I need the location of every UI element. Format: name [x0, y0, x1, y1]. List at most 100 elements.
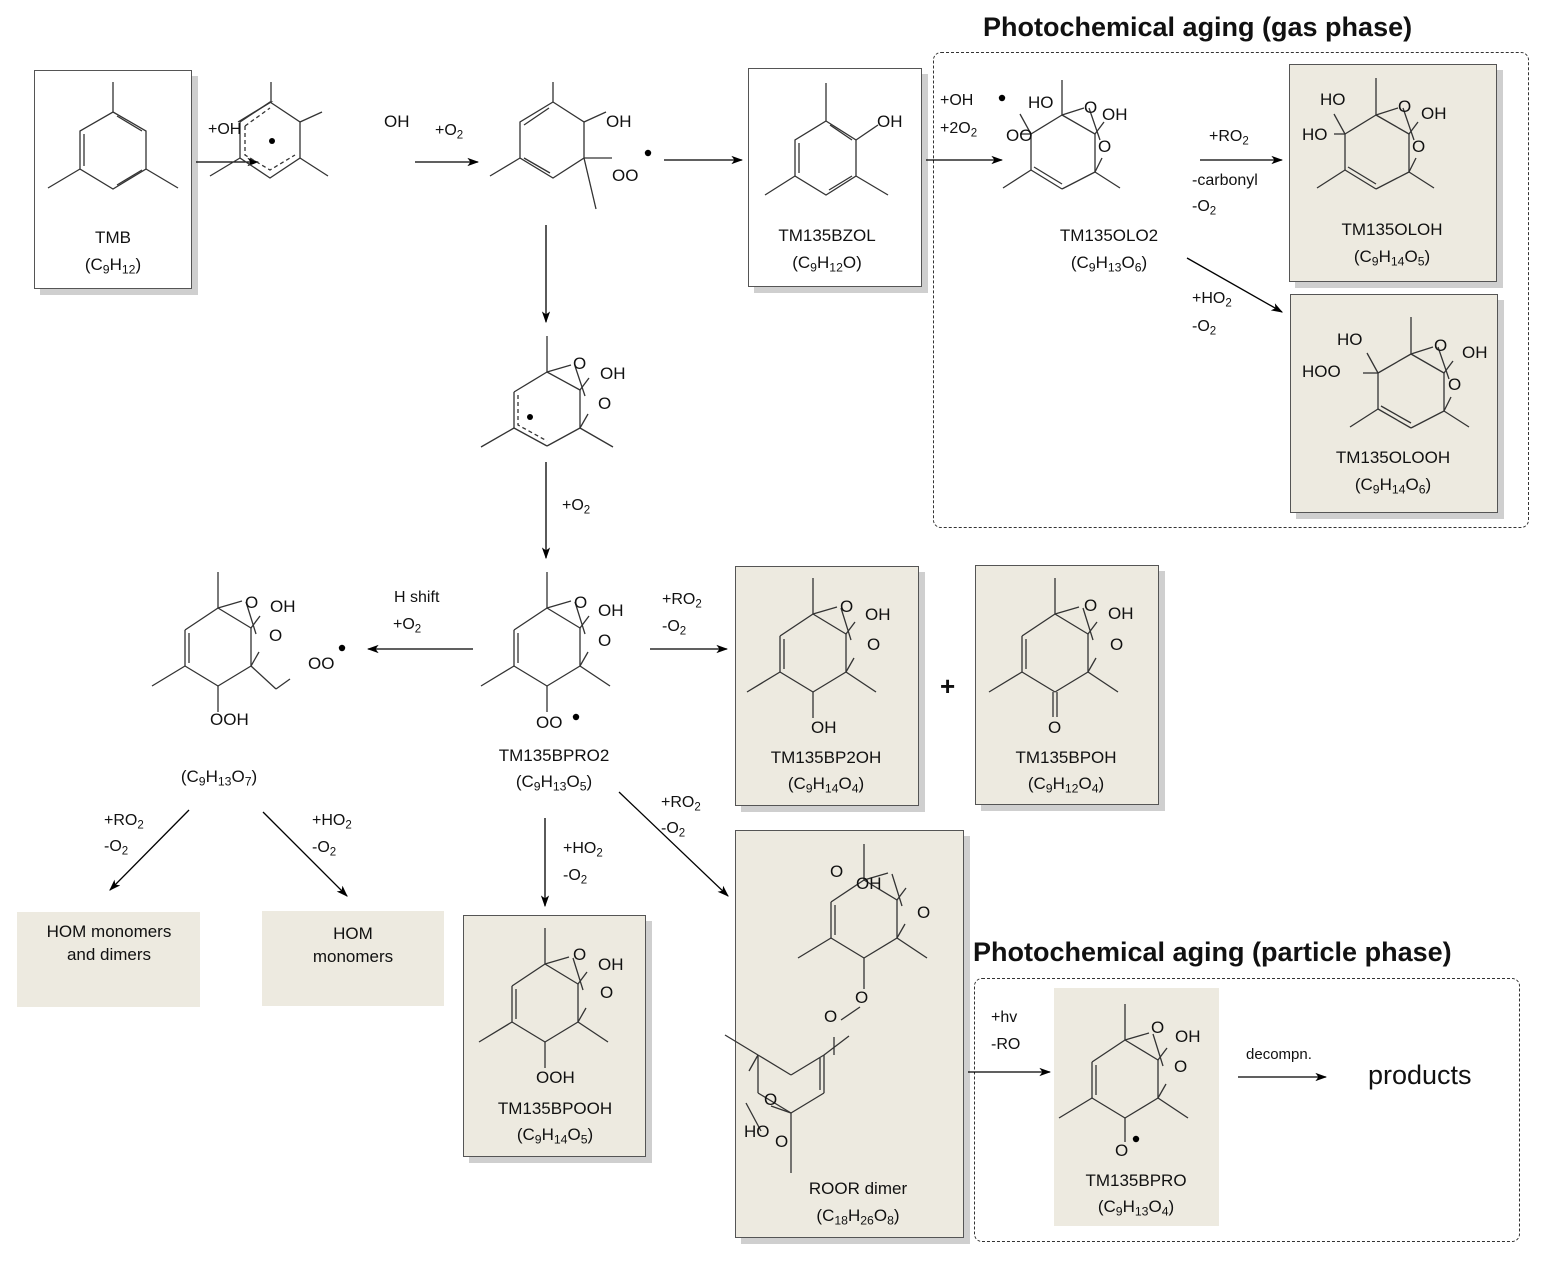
atom-label: OH — [270, 597, 296, 616]
atom-label: O — [867, 635, 881, 654]
arrow-hom-ro2 — [109, 809, 190, 891]
plus-sign: + — [940, 671, 956, 701]
atom-label: HO — [744, 1122, 770, 1141]
atom-label: OO — [1006, 126, 1033, 145]
atom-label: O — [1110, 635, 1124, 654]
atom-label: O — [775, 1132, 789, 1151]
atom-label: OO — [612, 166, 639, 185]
atom-label: OOH — [210, 710, 249, 729]
atom-label: O — [824, 1007, 838, 1026]
atom-label: O — [245, 593, 259, 612]
compound-name: TM135OLOH — [1341, 220, 1443, 239]
hom-monomers-label: HOM monomers — [312, 924, 394, 966]
hom-monomers-dimers-box — [17, 912, 200, 1007]
roor-dimer-lower-structure — [724, 1034, 850, 1173]
atom-label: HO — [1028, 93, 1054, 112]
atom-label: O — [600, 983, 614, 1002]
particle-phase-region — [974, 978, 1520, 1242]
tm135bpro2-structure — [480, 572, 611, 712]
condition: -O2 — [563, 867, 588, 887]
gas-phase-region — [933, 52, 1529, 528]
atom-label: O — [598, 631, 612, 650]
condition: +O2 — [562, 497, 591, 517]
atom-label: O — [1174, 1057, 1188, 1076]
atom-label: OH — [384, 112, 410, 131]
atom-label: OH — [865, 605, 891, 624]
arrow-hom-ho2 — [262, 811, 348, 897]
compound-name: TM135OLO2 — [1059, 226, 1159, 245]
compound-formula: (C9H14O5) — [516, 1125, 594, 1147]
condition: +2O2 — [940, 120, 978, 140]
compound-name: ROOR dimer — [808, 1179, 908, 1198]
condition: decompn. — [1246, 1046, 1312, 1063]
roor-dimer-upper-structure — [797, 844, 928, 1055]
atom-label: O — [598, 394, 612, 413]
tm135bpro-box — [1054, 988, 1219, 1226]
tm135bpro-structure — [1058, 1004, 1189, 1142]
condition: -O2 — [104, 838, 129, 858]
condition: +O2 — [393, 616, 422, 636]
atom-label: O — [1434, 336, 1448, 355]
atom-label: O — [1448, 375, 1462, 394]
condition: -O2 — [312, 839, 337, 859]
compound-name: TM135BPRO2 — [498, 746, 610, 765]
condition: +HO2 — [563, 840, 603, 860]
atom-label: O — [1398, 97, 1412, 116]
hom-monomers-box — [262, 911, 444, 1006]
compound-name: TM135BPOH — [1015, 748, 1117, 767]
condition: -O2 — [662, 618, 687, 638]
atom-label: O — [573, 945, 587, 964]
atom-label: O — [1084, 98, 1098, 117]
arrow-bpro2-to-dimer — [618, 791, 729, 897]
compound-name: TM135OLOOH — [1335, 448, 1451, 467]
atom-label: O — [917, 903, 931, 922]
compound-formula: (C9H13O5) — [515, 772, 593, 794]
hom-monomers-dimers-label: HOM monomers and dimers — [46, 922, 172, 964]
arrow-olo2-to-olooh — [1186, 257, 1284, 313]
compound-name: TM135BP2OH — [770, 748, 882, 767]
radical-dots — [338, 94, 1140, 1143]
atom-label: O — [269, 626, 283, 645]
compound-name: TM135BZOL — [778, 226, 876, 245]
atom-label: O — [855, 988, 869, 1007]
tm135olo2-structure — [1002, 80, 1121, 190]
atom-label: O — [573, 354, 587, 373]
atom-label: HOO — [1302, 362, 1341, 381]
particle-phase-title: Photochemical aging (particle phase) — [973, 937, 1452, 967]
tm135bzol-structure — [764, 83, 889, 196]
peroxy-radical-structure — [489, 82, 612, 210]
compound-formula: (C9H13O7) — [180, 767, 258, 789]
atom-label: OO — [308, 654, 335, 673]
atom-label: OH — [1108, 604, 1134, 623]
condition: +OH — [208, 121, 242, 138]
bicyclic-radical-structure — [480, 336, 614, 448]
condition: +hv — [991, 1009, 1018, 1026]
atom-label: O — [1048, 718, 1062, 737]
atom-label: OH — [1175, 1027, 1201, 1046]
compound-formula: (C9H13O4) — [1097, 1197, 1175, 1219]
tm135bzol-box — [748, 68, 922, 287]
tm135olooh-box — [1290, 294, 1498, 513]
atom-label: HO — [1302, 125, 1328, 144]
condition: +RO2 — [104, 812, 144, 832]
compound-formula: (C18H26O8) — [816, 1206, 900, 1228]
compound-name: TM135BPOOH — [497, 1099, 613, 1118]
atom-label: O — [1412, 137, 1426, 156]
tm135bp2oh-box — [735, 566, 919, 806]
hshift-product-structure — [151, 572, 291, 712]
compound-formula: (C9H14O5) — [1353, 247, 1431, 269]
atom-label: HO — [1337, 330, 1363, 349]
atom-label: O — [1084, 596, 1098, 615]
condition: H shift — [394, 589, 440, 606]
condition: -O2 — [1192, 198, 1217, 218]
tm135bpoh-structure — [988, 578, 1119, 717]
compound-formula: (C9H14O6) — [1354, 475, 1432, 497]
condition: +RO2 — [661, 794, 701, 814]
tm135oloh-structure — [1316, 78, 1435, 190]
atom-label: OH — [877, 112, 903, 131]
tm135bp2oh-structure — [746, 578, 877, 718]
gas-phase-title: Photochemical aging (gas phase) — [983, 12, 1413, 42]
compound-name: TM135BPRO — [1085, 1171, 1187, 1190]
